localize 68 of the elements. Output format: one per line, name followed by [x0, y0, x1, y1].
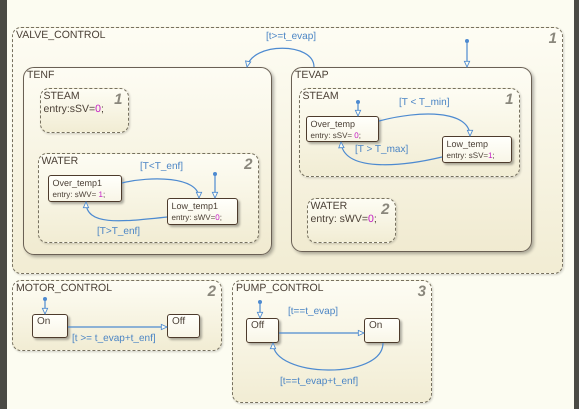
state-name: TENF: [27, 69, 54, 81]
dashed-state-box: [298, 88, 520, 176]
transition-label: [t==t_evap+t_enf]: [280, 376, 358, 388]
transition-arrow: [279, 330, 364, 336]
state-box: [306, 116, 378, 142]
state-name: TEVAP: [295, 69, 329, 81]
dashed-state-box: [232, 280, 432, 403]
entry-action: entry:sSV=0;: [44, 102, 104, 114]
transition-label: [T>T_enf]: [97, 226, 140, 238]
dashed-state-box: [12, 280, 222, 351]
state-name: On: [369, 321, 382, 331]
state-name: Off: [251, 321, 264, 331]
execution-order-number: 2: [381, 202, 390, 216]
execution-order-number: 1: [505, 92, 514, 106]
default-transition-arrow: [464, 39, 470, 68]
default-transition-arrow: [256, 300, 264, 318]
transition-arrow: [84, 202, 168, 222]
entry-action: entry: sWV=0;: [310, 212, 377, 224]
transition-arrow: [246, 48, 315, 68]
entry-action: entry: sWV= 1;: [52, 190, 106, 200]
transition-arrow: [272, 342, 384, 371]
transition-label: [t >= t_evap+t_enf]: [72, 333, 156, 345]
state-box: [32, 314, 68, 338]
state-box: [167, 314, 200, 338]
state-name: Off: [172, 317, 186, 327]
transition-arrow: [378, 113, 472, 136]
state-name: PUMP_CONTROL: [236, 282, 324, 294]
dashed-state-box: [40, 88, 128, 132]
state-name: VALVE_CONTROL: [16, 29, 106, 41]
state-name: On: [37, 317, 50, 327]
execution-order-number: 1: [114, 92, 122, 106]
default-transition-arrow: [42, 297, 48, 314]
state-box: [291, 67, 532, 252]
transition-label: [t==t_evap]: [288, 306, 338, 318]
state-box: [246, 318, 279, 343]
execution-order-number: 2: [208, 284, 216, 299]
transition-arrow: [122, 178, 201, 198]
state-name: Low_temp1: [172, 200, 218, 210]
transition-arrow: [339, 142, 442, 166]
state-name: WATER: [310, 200, 348, 212]
execution-order-number: 2: [244, 156, 252, 172]
entry-action: entry: sWV=0;: [172, 212, 222, 222]
transition-label: [T<T_enf]: [140, 161, 184, 173]
dashed-state-box: [12, 27, 563, 274]
state-name: MOTOR_CONTROL: [16, 282, 112, 294]
state-name: STEAM: [44, 90, 80, 102]
state-box: [442, 136, 512, 162]
transition-label: [t>=t_evap]: [266, 31, 316, 43]
execution-order-number: 3: [418, 284, 426, 299]
entry-action: entry: sSV= 0;: [310, 130, 361, 140]
execution-order-number: 1: [548, 31, 557, 46]
transition-label: [T < T_min]: [399, 97, 450, 109]
state-name: Over_temp1: [52, 178, 102, 188]
dashed-state-box: [38, 152, 258, 242]
dashed-state-box: [306, 198, 396, 242]
default-transition-arrow: [212, 172, 218, 198]
state-name: STEAM: [302, 90, 339, 102]
state-box: [48, 174, 122, 202]
state-box: [364, 318, 400, 343]
transition-arrow: [68, 324, 168, 330]
entry-action: entry: sSV=1;: [446, 150, 495, 160]
state-box: [23, 67, 272, 255]
state-box: [166, 198, 238, 224]
transition-label: [T > T_max]: [355, 144, 408, 156]
state-name: Over_temp: [310, 118, 356, 128]
state-name: Low_temp: [446, 138, 488, 148]
default-transition-arrow: [354, 100, 362, 116]
state-name: WATER: [42, 154, 78, 166]
